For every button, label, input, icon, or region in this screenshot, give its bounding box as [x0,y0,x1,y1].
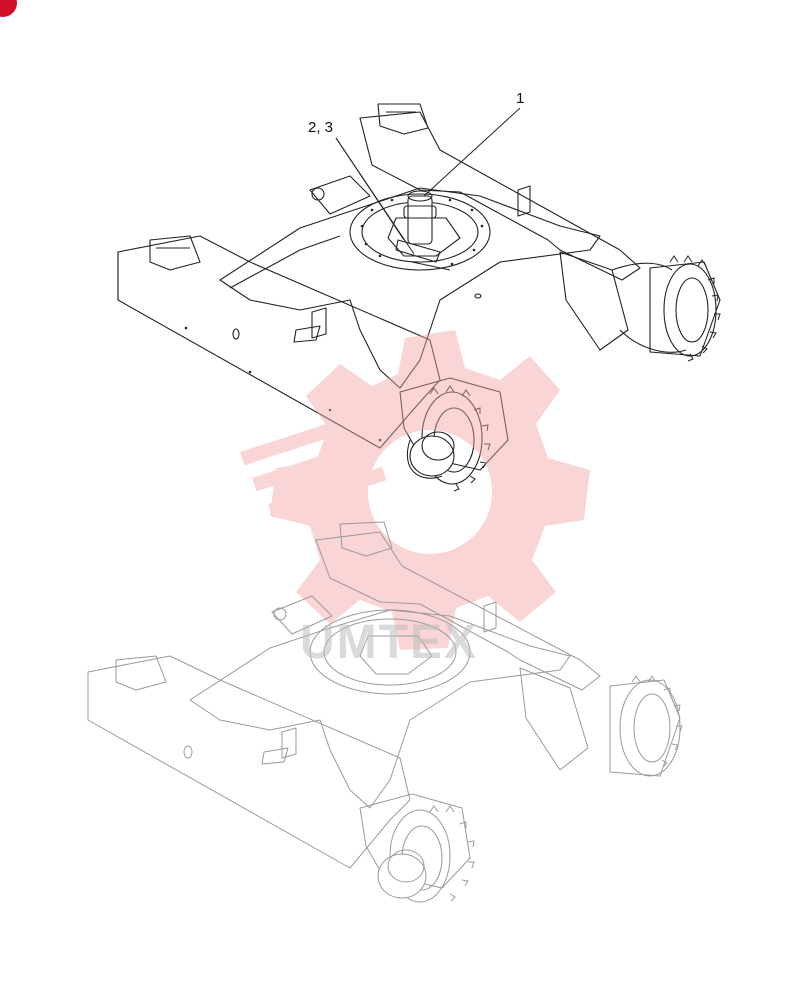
corner-badge-icon [0,0,17,17]
callout-label-parts-2-3: 2, 3 [308,119,334,136]
callout-label-part-1: 1 [516,90,525,107]
watermark-text: UMTEX [300,616,478,669]
